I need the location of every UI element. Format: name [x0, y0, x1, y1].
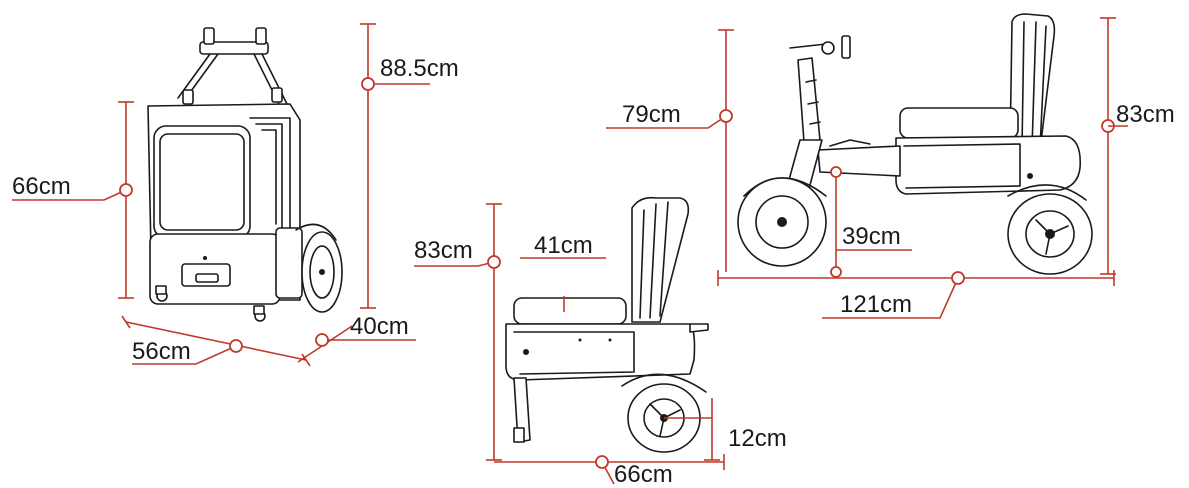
label-56cm: 56cm: [132, 338, 191, 365]
dim-seat-height: 83cm: [414, 203, 502, 461]
label-121cm: 121cm: [840, 291, 912, 318]
label-66cm: 66cm: [12, 173, 71, 200]
dim-seat-back-height: 83cm: [1100, 17, 1175, 275]
label-88-5cm: 88.5cm: [380, 55, 459, 82]
dim-deck-height: 39cm: [830, 166, 912, 278]
label-79cm: 79cm: [622, 101, 681, 128]
label-39cm: 39cm: [842, 223, 901, 250]
label-41cm: 41cm: [534, 232, 593, 259]
label-83cm-seat: 83cm: [414, 237, 473, 264]
side-scooter-drawing: [737, 13, 1093, 275]
label-66cm-seat: 66cm: [614, 461, 673, 488]
label-12cm: 12cm: [728, 425, 787, 452]
dim-folded-length: 56cm: [121, 315, 311, 367]
label-40cm: 40cm: [350, 313, 409, 340]
folded-scooter-drawing: [147, 27, 343, 322]
dim-folded-width: 40cm: [297, 313, 416, 363]
label-83cm-side: 83cm: [1116, 101, 1175, 128]
dim-total-height: 88.5cm: [360, 23, 459, 309]
dim-side-length: 121cm: [717, 270, 1115, 319]
dim-seat-depth: 41cm: [520, 232, 606, 312]
dim-handlebar-height: 79cm: [606, 29, 734, 272]
dim-body-height: 66cm: [12, 101, 134, 299]
dim-ground-clearance: 12cm: [664, 398, 787, 461]
dim-seat-length: 66cm: [494, 454, 725, 488]
